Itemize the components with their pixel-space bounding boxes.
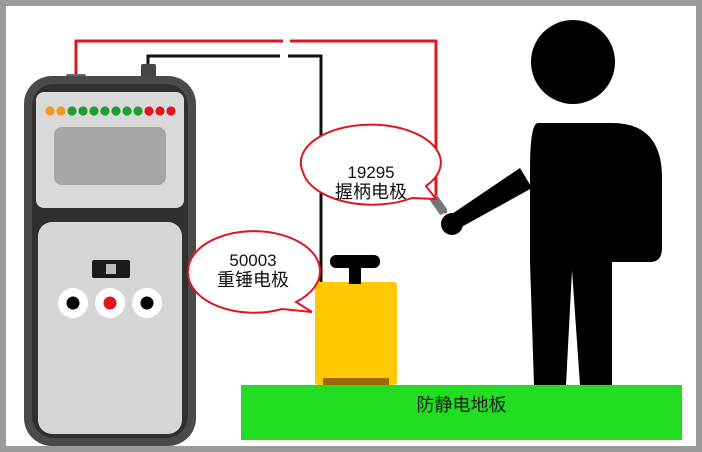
- handle-electrode-label: 握柄电极: [335, 181, 407, 203]
- callout-weight-text: 50003 重锤电极: [189, 251, 317, 291]
- meter-power-button-indicator: [106, 264, 116, 274]
- meter-display-screen: [54, 127, 166, 185]
- handle-electrode-value: 19295: [347, 163, 395, 182]
- person-silhouette: [429, 20, 662, 385]
- meter-led: [111, 106, 121, 116]
- meter-jack: [103, 296, 117, 310]
- weight-electrode-body: [315, 282, 397, 385]
- weight-electrode-handle: [330, 255, 380, 268]
- weight-electrode: [315, 255, 397, 385]
- meter-jack: [140, 296, 154, 310]
- meter-led: [78, 106, 88, 116]
- person-hand: [441, 213, 463, 235]
- black-wire-right: [288, 54, 323, 282]
- meter-jacks: [58, 288, 162, 318]
- meter-led: [45, 106, 55, 116]
- meter-led: [144, 106, 154, 116]
- meter-led: [133, 106, 143, 116]
- weight-electrode-value: 50003: [229, 251, 277, 270]
- red-wire-left: [74, 39, 283, 82]
- person-body: [530, 123, 662, 385]
- callout-handle-bubble: [299, 123, 442, 206]
- weight-electrode-base: [323, 378, 389, 385]
- meter-led: [100, 106, 110, 116]
- resistance-meter: [24, 64, 196, 446]
- callout-weight-bubble: [186, 230, 321, 314]
- meter-lower-panel: [38, 222, 182, 434]
- meter-led: [155, 106, 165, 116]
- callout-handle-text: 19295 握柄电极: [306, 163, 436, 203]
- meter-jack: [66, 296, 80, 310]
- meter-led: [166, 106, 176, 116]
- meter-leds: [45, 106, 176, 116]
- person-head: [531, 20, 615, 104]
- meter-top-connector: [141, 64, 156, 78]
- meter-led: [122, 106, 132, 116]
- meter-led: [67, 106, 77, 116]
- black-wire-left: [146, 54, 280, 73]
- floor-label: 防静电地板: [416, 395, 507, 416]
- meter-led: [56, 106, 66, 116]
- anti-static-floor: [241, 385, 682, 440]
- meter-led: [89, 106, 99, 116]
- weight-electrode-label: 重锤电极: [217, 269, 289, 291]
- person-arm: [446, 168, 532, 230]
- weight-electrode-stem: [349, 264, 361, 284]
